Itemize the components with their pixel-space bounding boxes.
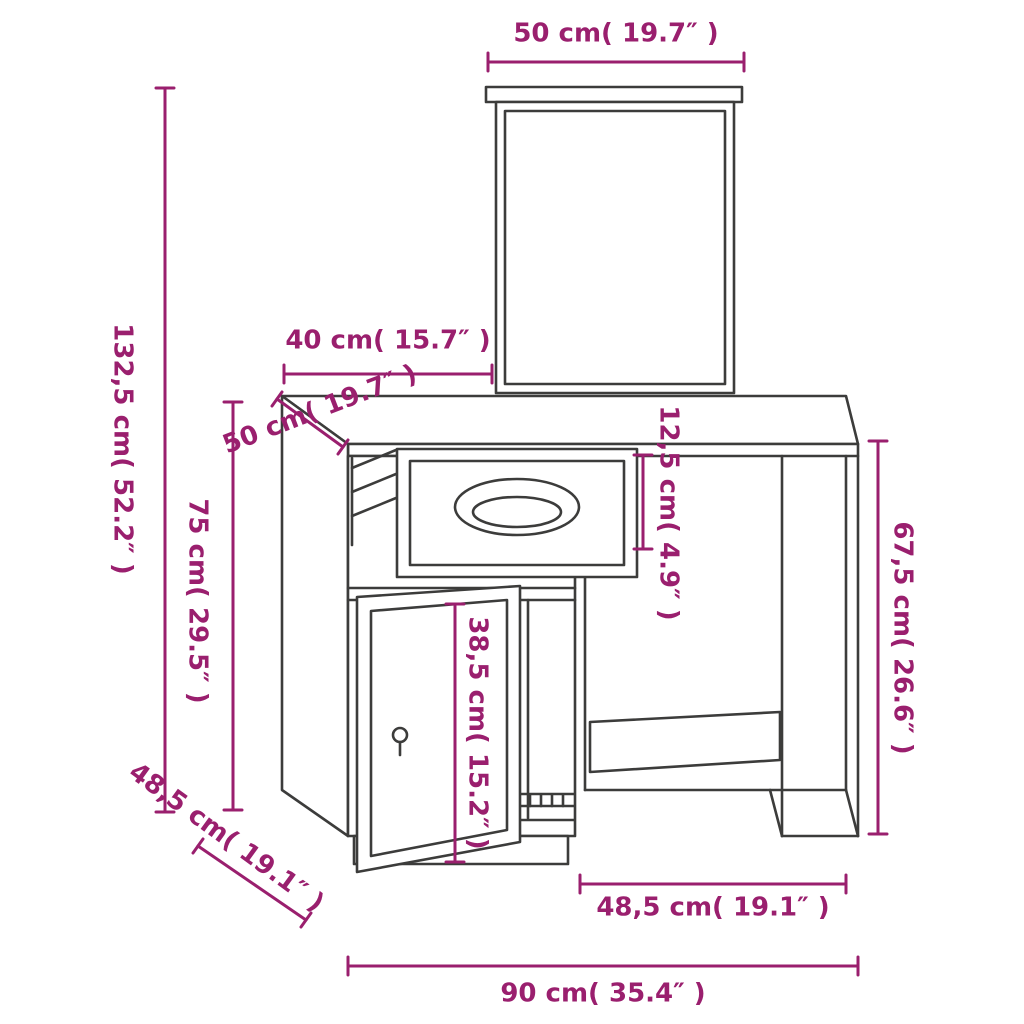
drawer-slide xyxy=(350,496,398,518)
dim-mirror-width: 50 cm( 19.7″ ) xyxy=(486,19,746,73)
mirror-glass xyxy=(503,109,727,386)
mirror-top-rail xyxy=(484,85,744,104)
dim-total-width: 90 cm( 35.4″ ) xyxy=(346,955,860,1009)
dim-door-compartment-height: 38,5 cm( 15.2″ ) xyxy=(444,602,493,864)
dim-drawer-height-label: 12,5 cm( 4.9″ ) xyxy=(654,405,684,620)
dim-total-height: 132,5 cm( 52.2″ ) xyxy=(108,86,176,814)
dim-total-height-label: 132,5 cm( 52.2″ ) xyxy=(108,323,138,574)
mirror xyxy=(484,85,744,395)
dim-cabinet-height: 75 cm( 29.5″ ) xyxy=(183,400,244,812)
drawer-handle-opening xyxy=(471,495,563,529)
drawer xyxy=(350,447,639,579)
dim-door-compartment-height-label: 38,5 cm( 15.2″ ) xyxy=(463,616,493,849)
cabinet-door xyxy=(355,584,522,874)
dim-cabinet-height-label: 75 cm( 29.5″ ) xyxy=(183,498,213,703)
dim-cabinet-width-label: 40 cm( 15.7″ ) xyxy=(285,326,490,356)
drawer-slide xyxy=(350,448,398,470)
desk-top xyxy=(280,394,860,458)
dim-drawer-height: 12,5 cm( 4.9″ ) xyxy=(632,405,684,621)
dim-kneehole-width: 48,5 cm( 19.1″ ) xyxy=(578,873,848,923)
right-panel-bottom-back-left xyxy=(768,788,784,838)
left-side-panel xyxy=(280,394,350,838)
right-panel-bottom-back-right xyxy=(844,788,860,838)
dim-kneehole-height-label: 67,5 cm( 26.6″ ) xyxy=(888,521,918,754)
dim-total-width-label: 90 cm( 35.4″ ) xyxy=(500,979,705,1009)
dim-cabinet-width: 40 cm( 15.7″ ) xyxy=(282,326,494,385)
dim-mirror-width-label: 50 cm( 19.7″ ) xyxy=(513,19,718,49)
drawer-slide xyxy=(350,472,398,494)
modesty-rail xyxy=(588,710,782,774)
furniture-drawing xyxy=(280,85,860,874)
dim-kneehole-width-label: 48,5 cm( 19.1″ ) xyxy=(596,893,829,923)
keyhole-icon xyxy=(391,726,409,744)
dim-kneehole-height: 67,5 cm( 26.6″ ) xyxy=(867,439,918,836)
cabinet-interior xyxy=(519,598,576,822)
kneehole xyxy=(583,454,860,838)
